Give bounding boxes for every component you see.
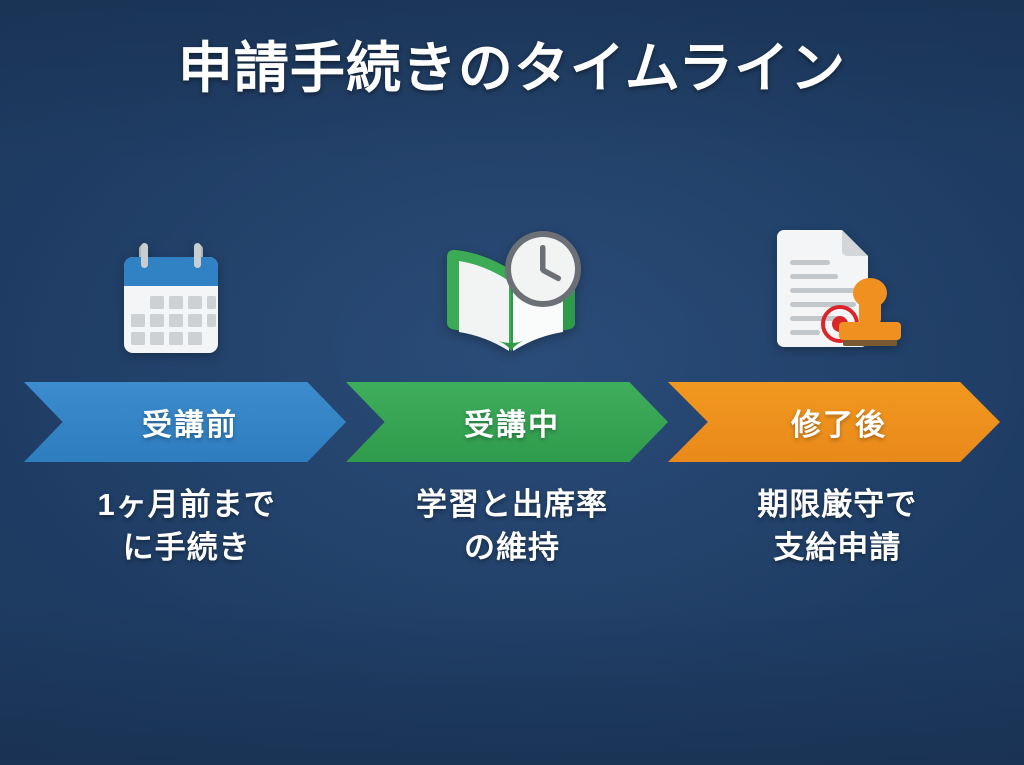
caption-line-1: 1ヶ月前まで: [97, 487, 276, 522]
icon-cell-during-course: [349, 218, 674, 358]
caption-line-2: 支給申請: [773, 529, 902, 565]
book-clock-icon: [439, 223, 584, 358]
document-stamp-icon: [767, 223, 907, 358]
timeline-arrow-band: 受講前 受講中 修了後: [0, 382, 1024, 462]
caption-after-completion: 期限厳守で 支給申請: [675, 484, 1000, 570]
arrow-label-after-completion: 修了後: [791, 409, 887, 442]
arrow-label-before-course: 受講前: [142, 409, 238, 442]
icon-cell-after-completion: [675, 218, 1000, 358]
page-title: 申請手続きのタイムライン: [177, 37, 847, 99]
icons-row: [24, 218, 1000, 358]
timeline-step-arrow-after-completion[interactable]: 修了後: [668, 382, 1000, 462]
caption-line-2: に手続き: [122, 529, 251, 565]
caption-line-1: 学習と出席率: [415, 487, 608, 522]
timeline-step-arrow-before-course[interactable]: 受講前: [24, 382, 346, 462]
arrow-label-during-course: 受講中: [464, 409, 560, 442]
caption-before-course: 1ヶ月前まで に手続き: [24, 484, 349, 570]
captions-row: 1ヶ月前まで に手続き 学習と出席率 の維持 期限厳守で 支給申請: [24, 484, 1000, 570]
calendar-icon: [122, 223, 252, 358]
icon-cell-before-course: [24, 218, 349, 358]
caption-line-1: 期限厳守で: [757, 487, 918, 522]
caption-during-course: 学習と出席率 の維持: [349, 484, 674, 570]
timeline-step-arrow-during-course[interactable]: 受講中: [346, 382, 668, 462]
caption-line-2: の維持: [463, 529, 560, 565]
